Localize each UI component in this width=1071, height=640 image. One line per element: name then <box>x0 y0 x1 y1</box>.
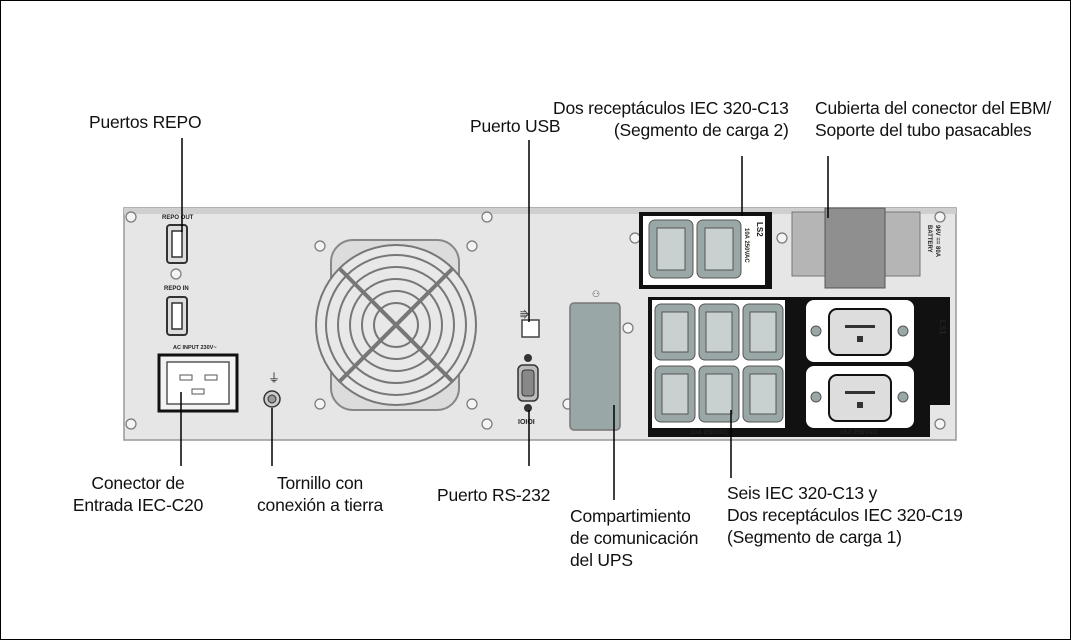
label-c13-two-line1: Dos receptáculos IEC 320-C13 <box>553 98 789 118</box>
svg-text:⏚: ⏚ <box>268 371 280 385</box>
repo-ports: REPO OUT REPO IN <box>162 215 194 336</box>
label-ground-screw-line1: Tornillo con <box>276 473 364 493</box>
load-segment-1: LS1 10A 250VAC 16A 250VAC <box>648 297 950 437</box>
ac-input-text: AC INPUT 230V~ <box>173 345 217 351</box>
label-c13-two: Dos receptáculos IEC 320-C13 (Segmento d… <box>553 97 789 141</box>
ebm-connector-cover: BATTERY 96V == 80A <box>791 207 940 289</box>
label-six-c13-line2: Dos receptáculos IEC 320-C19 <box>727 505 963 525</box>
label-six-c13: Seis IEC 320-C13 y Dos receptáculos IEC … <box>727 482 963 548</box>
c19-rating-text: 16A 250VAC <box>840 429 878 436</box>
ac-input-connector: AC INPUT 230V~ <box>157 345 239 413</box>
serial-mark-text: IOIOI <box>518 419 535 426</box>
label-ground-screw: Tornillo con conexión a tierra <box>250 472 390 516</box>
svg-text:⚇: ⚇ <box>592 290 600 300</box>
callout-leader-lines <box>180 138 829 500</box>
label-c13-two-line2: (Segmento de carga 2) <box>613 120 789 140</box>
usb-port: ⭆ <box>520 309 540 338</box>
label-six-c13-line1: Seis IEC 320-C13 y <box>727 483 878 503</box>
label-comm-bay-line2: de comunicación <box>570 528 699 548</box>
label-input-connector-line1: Conector de <box>91 473 185 493</box>
label-ground-screw-line2: conexión a tierra <box>257 495 383 515</box>
label-repo-ports: Puertos REPO <box>89 112 202 132</box>
fan-grille <box>315 239 477 411</box>
label-ebm-cover-line2: Soporte del tubo pasacables <box>815 120 1032 140</box>
ls2-rating-text: 10A 250VAC <box>743 228 749 263</box>
ls2-text: LS2 <box>755 222 764 237</box>
label-comm-bay-line1: Compartimiento <box>570 506 691 526</box>
battery-rating-text: 96V == 80A <box>934 225 940 258</box>
ground-screw: ⏚ <box>263 371 281 408</box>
repo-in-text: REPO IN <box>164 286 189 292</box>
label-ebm-cover: Cubierta del conector del EBM/ Soporte d… <box>815 97 1051 141</box>
label-comm-bay: Compartimiento de comunicación del UPS <box>570 505 699 571</box>
label-usb-port: Puerto USB <box>470 116 561 136</box>
load-segment-2: LS2 10A 250VAC <box>639 212 772 289</box>
svg-text:⭆: ⭆ <box>520 309 529 321</box>
ls1-text: LS1 <box>938 320 947 335</box>
label-input-connector: Conector de Entrada IEC-C20 <box>48 472 228 516</box>
battery-text: BATTERY <box>926 225 932 253</box>
c13-rating-text: 10A 250VAC <box>690 429 728 436</box>
label-comm-bay-line3: del UPS <box>570 550 633 570</box>
repo-out-text: REPO OUT <box>162 215 194 221</box>
rs232-port: IOIOI <box>517 354 539 426</box>
label-six-c13-line3: (Segmento de carga 1) <box>727 527 902 547</box>
communication-bay: ⚇ <box>569 290 621 431</box>
panel-screws <box>125 211 946 430</box>
label-ebm-cover-line1: Cubierta del conector del EBM/ <box>815 98 1052 118</box>
label-input-connector-line2: Entrada IEC-C20 <box>72 495 204 515</box>
label-rs232-port: Puerto RS-232 <box>437 485 551 505</box>
